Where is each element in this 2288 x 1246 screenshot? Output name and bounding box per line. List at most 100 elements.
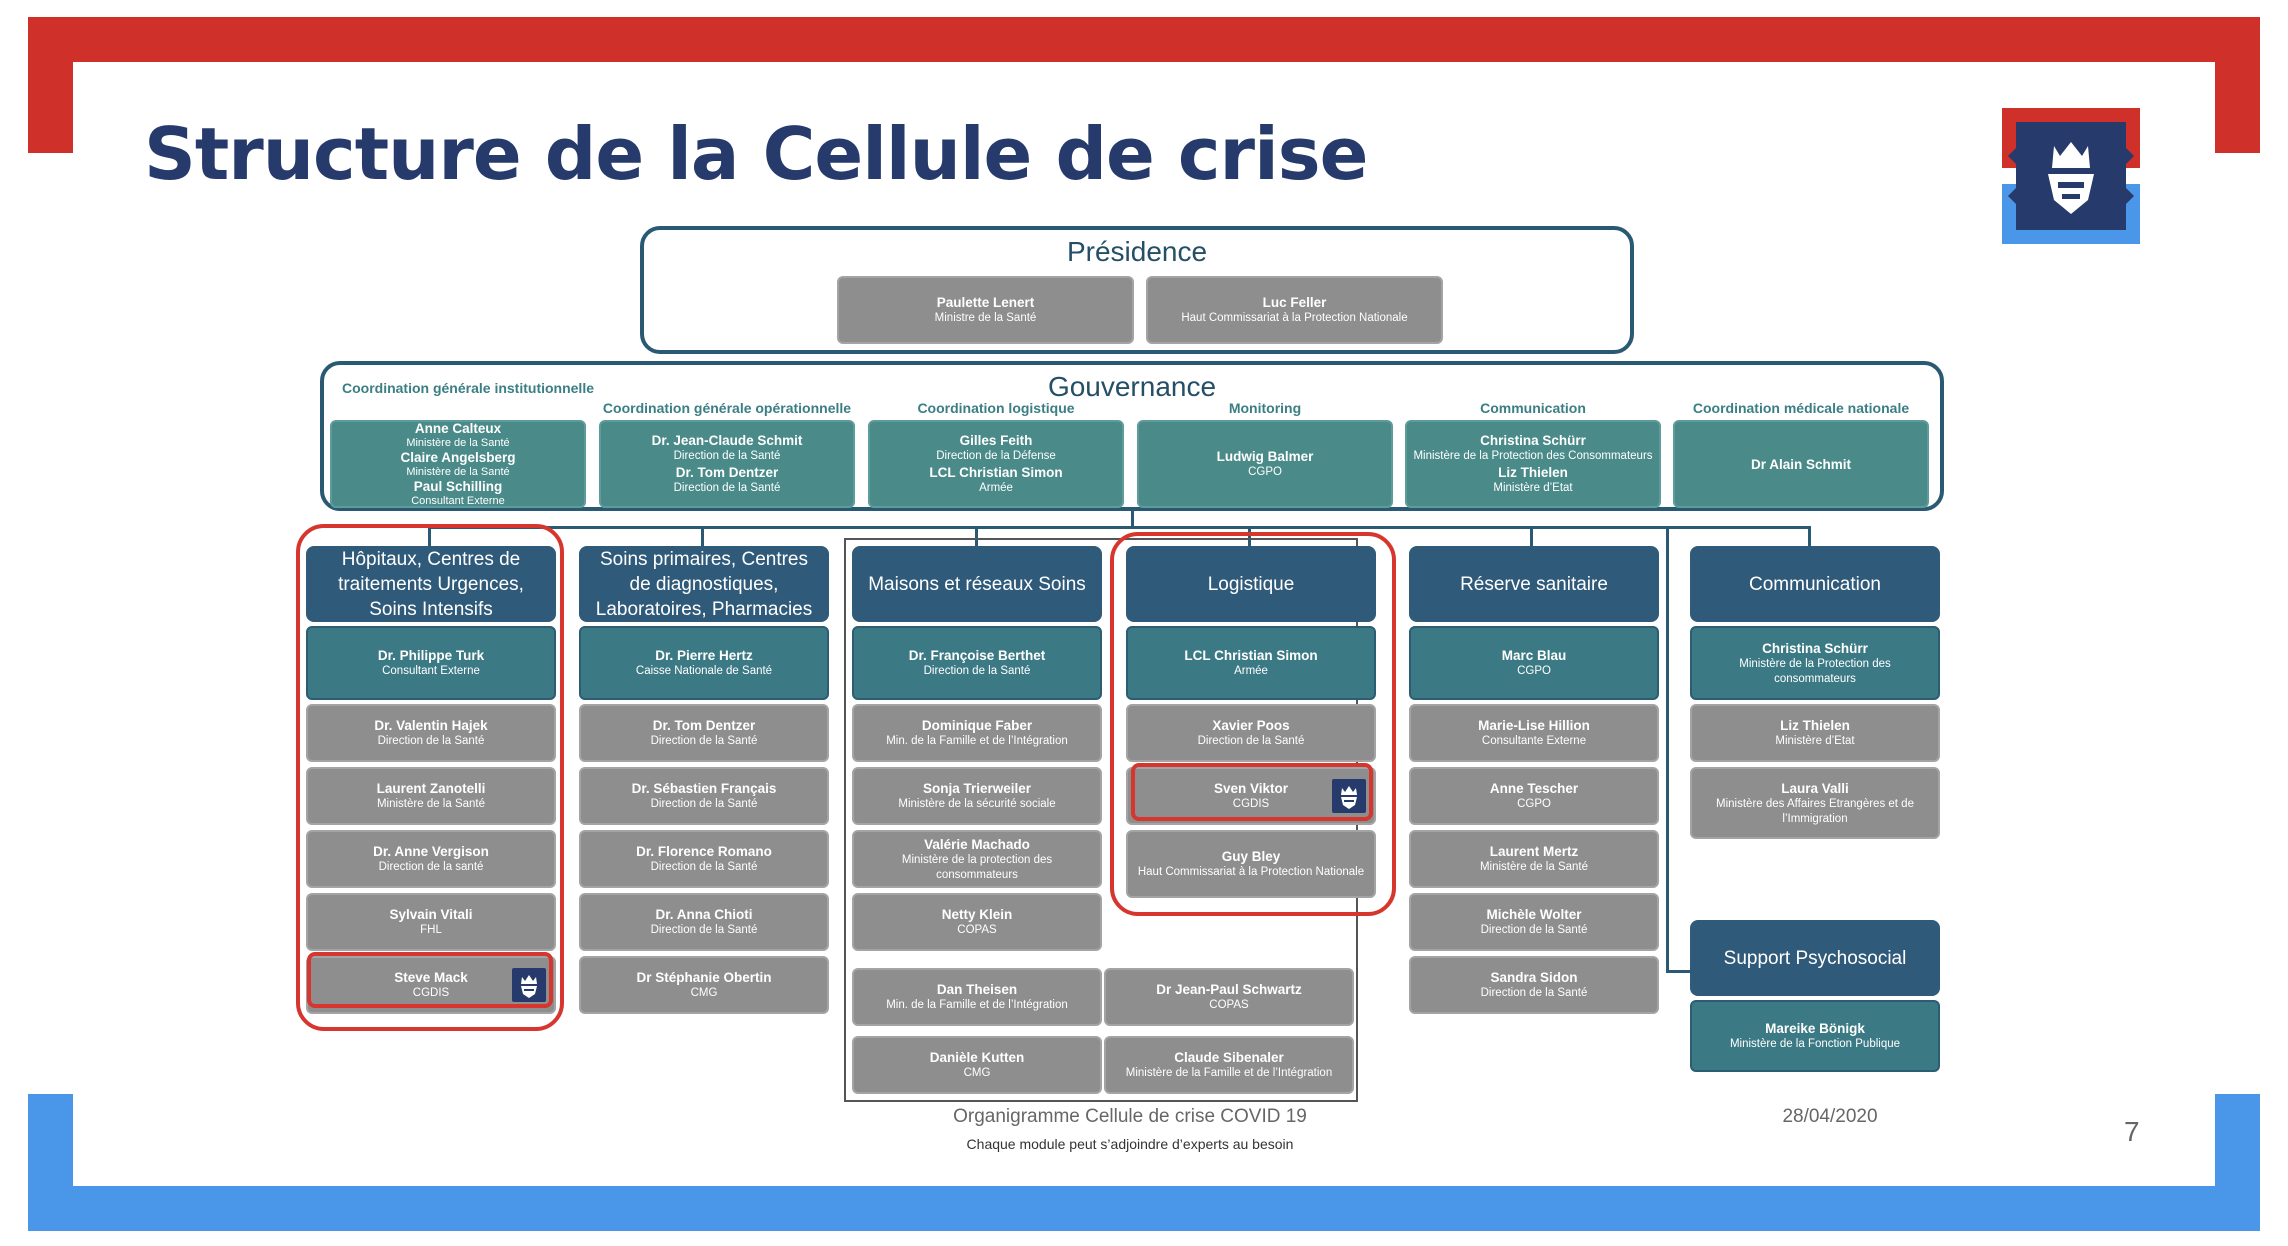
- module-header: Support Psychosocial: [1690, 920, 1940, 996]
- member-name: Dr. Valentin Hajek: [374, 718, 488, 733]
- member-name: Anne Tescher: [1489, 781, 1579, 796]
- member-role: Armée: [1234, 665, 1268, 677]
- module-header: Communication: [1690, 546, 1940, 622]
- member-name: Liz Thielen: [1780, 718, 1850, 733]
- member-role: Direction de la Santé: [923, 665, 1031, 677]
- member-name: Dr. Florence Romano: [636, 844, 772, 859]
- member-name: Ludwig Balmer: [1216, 449, 1314, 464]
- module-header: Logistique: [1126, 546, 1376, 622]
- module-header: Réserve sanitaire: [1409, 546, 1659, 622]
- connector-drop: [1530, 526, 1533, 546]
- member-role: Ministère d’Etat: [1493, 482, 1573, 494]
- member-role: Direction de la Santé: [650, 861, 758, 873]
- governance-group-label: Coordination générale institutionnelle: [341, 380, 594, 396]
- connector-horizontal-main: [428, 526, 1810, 529]
- member-name: Anne Calteux: [414, 420, 502, 436]
- member-role: Direction de la Santé: [650, 924, 758, 936]
- bottom-left-blue-leg: [28, 1094, 73, 1231]
- bottom-blue-band: [28, 1186, 2260, 1231]
- member-name: Dr Alain Schmit: [1750, 456, 1852, 472]
- connector-support-horizontal: [1666, 970, 1690, 973]
- member-name: Claire Angelsberg: [400, 449, 516, 465]
- governance-group-label: Coordination générale opérationnelle: [602, 400, 852, 416]
- member-name: Dr. Tom Dentzer: [675, 465, 779, 480]
- member-role: Ministère des Affaires Etrangères et de …: [1716, 797, 1914, 825]
- bottom-right-blue-leg: [2215, 1094, 2260, 1231]
- highlight-box-steve-mack: [307, 952, 553, 1008]
- highlight-box-sven-viktor: [1131, 763, 1373, 821]
- member-role: Ministère de la Santé: [1479, 861, 1589, 873]
- member-role: CGDIS: [1232, 798, 1270, 810]
- member-role: Ministère de la Fonction Publique: [1729, 1038, 1901, 1050]
- highlight-frame-hopitaux: [296, 524, 564, 1031]
- member-role: Ministère de la Protection des consommat…: [1739, 657, 1891, 685]
- member-name: Sandra Sidon: [1490, 970, 1578, 985]
- module-header: Soins primaires, Centres de diagnostique…: [579, 546, 829, 622]
- footer-note: Chaque module peut s’adjoindre d’experts…: [966, 1136, 1294, 1152]
- member-name: Dominique Faber: [921, 718, 1033, 733]
- member-role: Direction de la Santé: [1197, 735, 1305, 747]
- member-name: Laura Valli: [1781, 780, 1849, 796]
- presidence-label: Présidence: [1066, 236, 1208, 267]
- member-name: Dan Theisen: [936, 982, 1018, 997]
- gouvernance-label: Gouvernance: [1047, 371, 1217, 402]
- member-name: Xavier Poos: [1212, 718, 1290, 733]
- member-role: Direction de la santé: [378, 861, 484, 873]
- member-name: Danièle Kutten: [929, 1050, 1025, 1065]
- member-name: Michèle Wolter: [1486, 907, 1582, 922]
- member-role: Consultant Externe: [382, 665, 480, 677]
- member-role: Min. de la Famille et de l’Intégration: [886, 999, 1068, 1011]
- member-role: Armée: [979, 482, 1013, 494]
- member-role: Direction de la Santé: [1480, 987, 1588, 999]
- member-name: Luc Feller: [1262, 295, 1327, 310]
- member-role: Ministère de la protection des consommat…: [901, 853, 1053, 881]
- page-title: Structure de la Cellule de crise: [144, 112, 1368, 196]
- connector-vertical-main: [1131, 511, 1134, 529]
- governance-group-card: Dr Alain Schmit: [1673, 420, 1929, 508]
- footer-caption: Organigramme Cellule de crise COVID 19: [953, 1106, 1307, 1127]
- member-name: Liz Thielen: [1498, 465, 1568, 480]
- member-role: Haut Commissariat à la Protection Nation…: [1137, 866, 1365, 878]
- connector-drop: [428, 526, 431, 546]
- member-name: Dr. Pierre Hertz: [655, 648, 753, 663]
- member-name: Gilles Feith: [959, 433, 1033, 448]
- highlight-frame-logistique: [1110, 532, 1396, 916]
- member-role: Ministère de la Santé: [376, 798, 486, 810]
- member-name: Dr. Françoise Berthet: [908, 648, 1046, 663]
- member-name: Dr. Anne Vergison: [373, 844, 489, 859]
- member-name: Laurent Mertz: [1489, 844, 1579, 859]
- connector-drop: [701, 526, 704, 546]
- connector-drop: [975, 526, 978, 546]
- gouvernance-frame: [320, 361, 1944, 511]
- member-name: Mareike Bönigk: [1765, 1021, 1865, 1036]
- member-name: Netty Klein: [941, 907, 1013, 922]
- member-name: Steve Mack: [394, 970, 468, 985]
- member-role: CGPO: [1248, 466, 1282, 478]
- member-name: LCL Christian Simon: [1184, 648, 1318, 663]
- member-name: Marie-Lise Hillion: [1478, 718, 1590, 733]
- member-name: Paulette Lenert: [936, 295, 1035, 310]
- member-role: Direction de la Santé: [650, 735, 758, 747]
- member-role: COPAS: [1209, 999, 1249, 1011]
- member-role: CMG: [963, 1067, 991, 1079]
- module-header: Hôpitaux, Centres de traitements Urgence…: [306, 546, 556, 622]
